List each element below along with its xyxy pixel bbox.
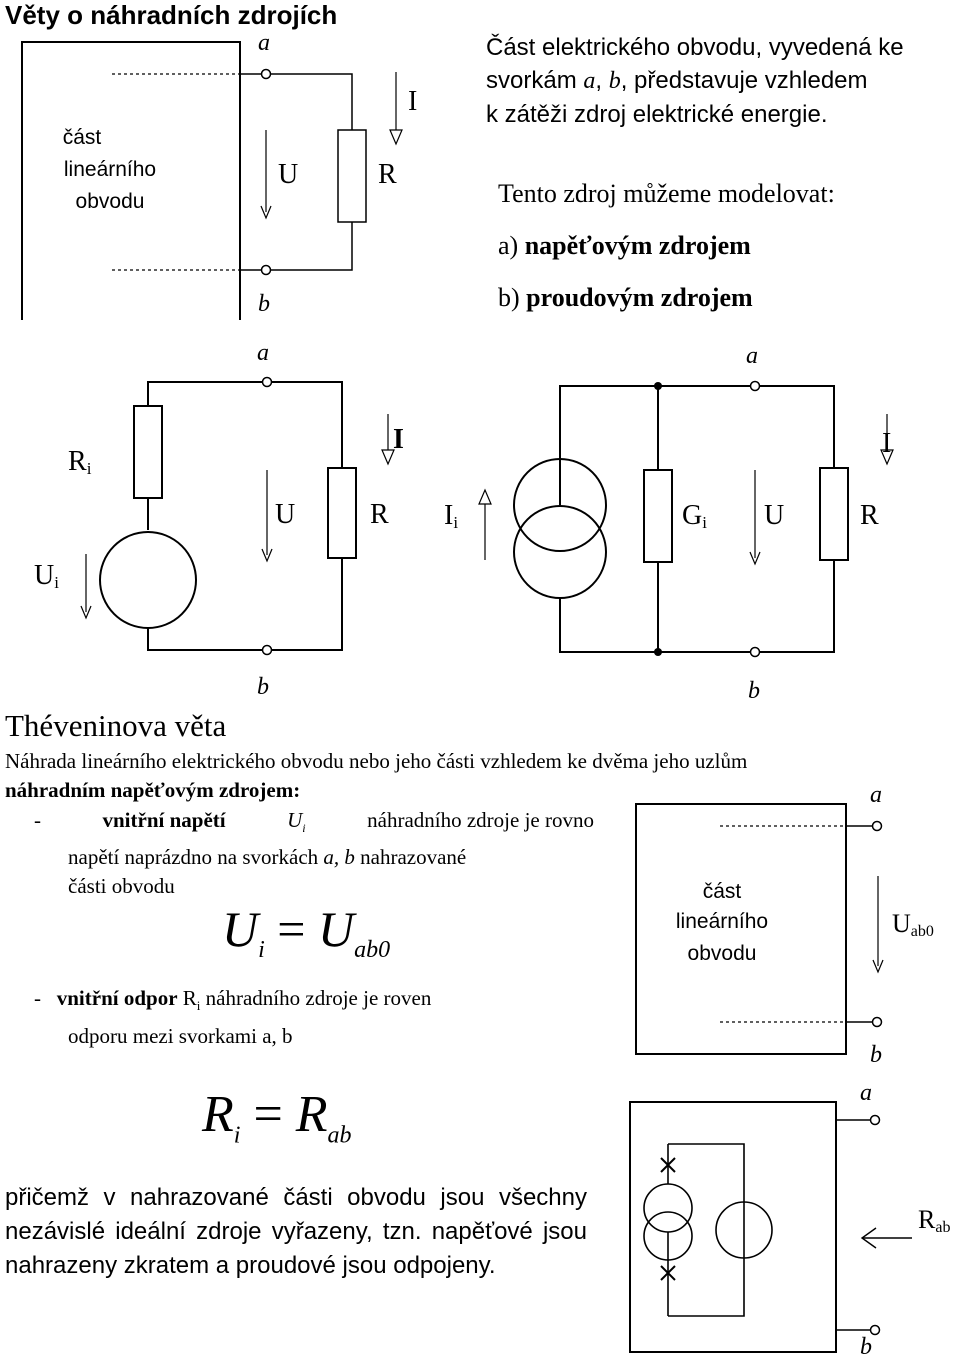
- label-b: b: [258, 291, 270, 317]
- voltage-arrow: [260, 205, 272, 220]
- label-uab0: Uab0: [892, 909, 934, 940]
- linear-circuit-block: [635, 803, 847, 1055]
- terminal-a: [869, 1114, 881, 1126]
- label-ui: Ui: [34, 560, 59, 592]
- top-circuit-diagram: část lineárního obvodu a b U R I: [21, 30, 417, 320]
- item2-line2: odporu mezi svorkami a, b: [68, 1024, 293, 1049]
- page-title: Věty o náhradních zdrojích: [5, 0, 338, 30]
- label-a: a: [870, 782, 882, 808]
- open-circuit-voltage-diagram: část lineárního obvodu a b Uab0: [635, 782, 934, 1068]
- item1-line3: části obvodu: [68, 874, 175, 899]
- label-i: I: [882, 428, 891, 459]
- model-text: Tento zdroj můžeme modelovat: a) napěťov…: [498, 168, 835, 324]
- label-a: a: [257, 340, 269, 366]
- terminal-a: [260, 68, 272, 80]
- block-label-2: lineárního: [676, 910, 768, 933]
- label-b: b: [748, 678, 760, 704]
- label-gi: Gi: [682, 500, 707, 532]
- label-a: a: [746, 343, 758, 369]
- terminal-b: [261, 644, 273, 656]
- terminal-a: [749, 380, 761, 392]
- label-ri: Ri: [68, 446, 92, 478]
- resistor-r: [337, 129, 367, 223]
- formula-ri: Ri = Rab: [202, 1086, 352, 1149]
- open-cross-top: [660, 1157, 676, 1173]
- internal-resistor: [133, 405, 163, 499]
- terminal-b: [871, 1016, 883, 1028]
- item1-line2: napětí naprázdno na svorkách a, b nahraz…: [68, 845, 467, 870]
- terminal-b: [869, 1324, 881, 1336]
- current-source-circle-1: [513, 458, 607, 552]
- block-label-1: část: [703, 880, 742, 903]
- thevenin-para-1: Náhrada lineárního elektrického obvodu n…: [5, 747, 955, 805]
- model-option-b: b) proudovým zdrojem: [498, 283, 753, 312]
- internal-resistance-diagram: a b Rab: [629, 1080, 950, 1358]
- rab-arrow: [860, 1227, 877, 1249]
- intro-line-2: svorkám a, b, představuje vzhledem: [486, 67, 868, 94]
- label-b: b: [257, 674, 269, 700]
- current-source-circle-2: [643, 1211, 693, 1261]
- current-arrow: [389, 129, 403, 146]
- voltage-source-symbol: [99, 531, 197, 629]
- voltage-source-circuit: Ri Ui U R I a b: [34, 340, 404, 700]
- label-u: U: [764, 500, 784, 531]
- terminal-a: [261, 376, 273, 388]
- terminal-b: [260, 264, 272, 276]
- terminal-b: [749, 646, 761, 658]
- section-heading: Théveninova věta: [5, 708, 227, 743]
- para1-bold: náhradním napěťovým zdrojem:: [5, 778, 301, 802]
- para1-line: Náhrada lineárního elektrického obvodu n…: [5, 749, 748, 773]
- final-paragraph: přičemž v nahrazované části obvodu jsou …: [5, 1184, 587, 1279]
- label-rab: Rab: [918, 1205, 950, 1236]
- model-option-a: a) napěťovým zdrojem: [498, 231, 751, 260]
- terminal-a: [871, 820, 883, 832]
- label-u: U: [275, 499, 295, 530]
- label-b: b: [870, 1042, 882, 1068]
- current-source-circle-1: [643, 1183, 693, 1233]
- thevenin-item-2: - vnitřní odpor Ri náhradního zdroje je …: [34, 984, 594, 1051]
- label-r: R: [378, 159, 397, 190]
- label-r: R: [370, 499, 389, 530]
- label-i: I: [393, 424, 404, 455]
- load-resistor: [819, 467, 849, 561]
- linear-circuit-block: [21, 41, 241, 320]
- label-a: a: [258, 30, 270, 56]
- label-r: R: [860, 500, 879, 531]
- model-heading: Tento zdroj můžeme modelovat:: [498, 179, 835, 208]
- label-ii: Ii: [444, 500, 458, 532]
- open-cross-bottom: [660, 1265, 676, 1281]
- block-label-3: obvodu: [688, 942, 757, 965]
- load-resistor: [327, 467, 357, 559]
- formula-ui: Ui = Uab0: [222, 901, 391, 963]
- intro-text: Část elektrického obvodu, vyvedená ke sv…: [486, 31, 956, 131]
- current-source-circuit: Ii Gi U R I a b: [444, 343, 894, 704]
- thevenin-item-1: - vnitřní napětí Ui náhradního zdroje je…: [34, 806, 594, 901]
- intro-line-3: k zátěži zdroj elektrické energie.: [486, 101, 828, 128]
- label-b: b: [860, 1334, 872, 1358]
- block-label-2: lineárního: [64, 158, 156, 181]
- label-u: U: [278, 159, 298, 190]
- block-label-3: obvodu: [76, 190, 145, 213]
- intro-line-1: Část elektrického obvodu, vyvedená ke: [486, 34, 904, 61]
- label-i: I: [408, 86, 417, 117]
- internal-conductance: [643, 469, 673, 563]
- item2-line1: - vnitřní odpor Ri náhradního zdroje je …: [34, 986, 432, 1014]
- block-label-1: část: [63, 126, 102, 149]
- item1-line1: - vnitřní napětí Ui náhradního zdroje je…: [34, 808, 594, 836]
- label-a: a: [860, 1080, 872, 1106]
- deactivated-circuit-block: [629, 1101, 837, 1353]
